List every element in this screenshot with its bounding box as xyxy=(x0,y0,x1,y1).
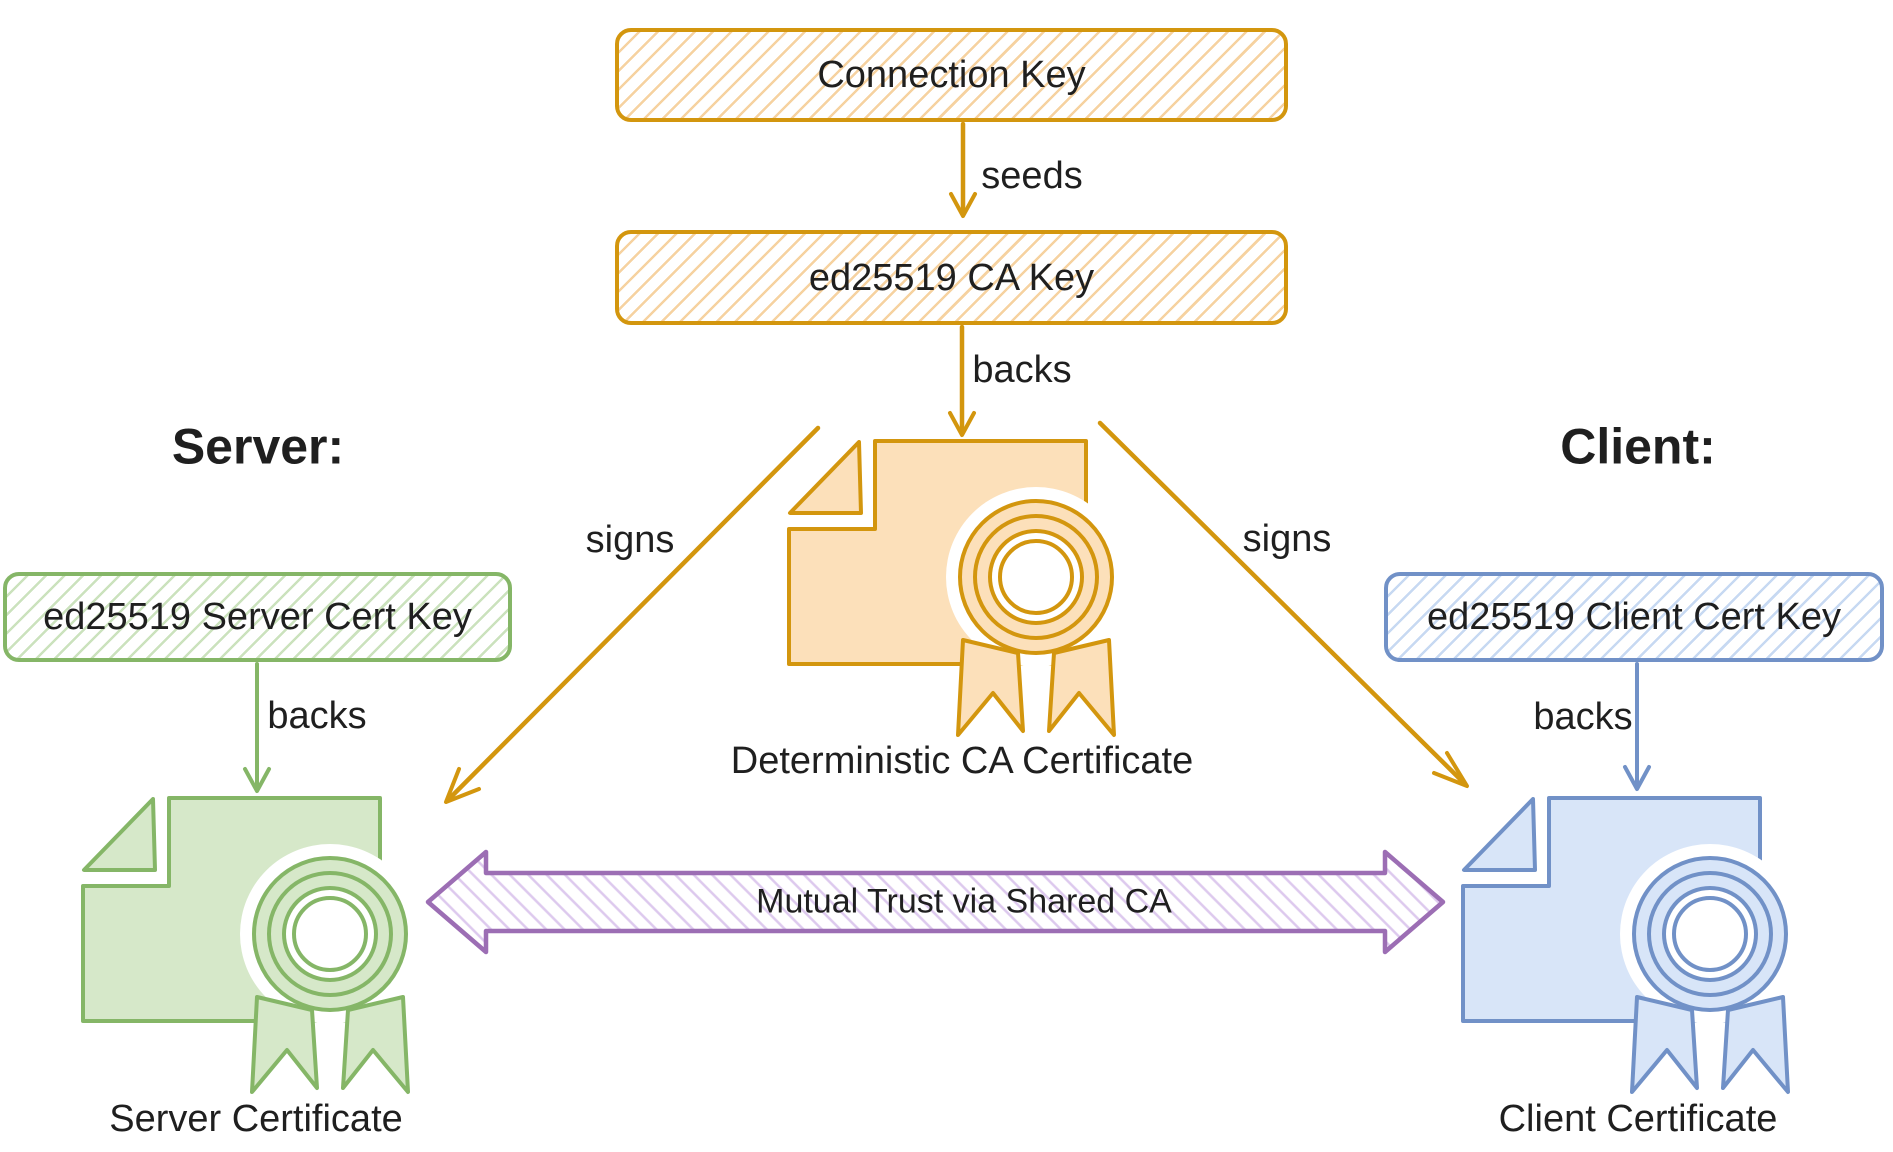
backs-server-label: backs xyxy=(267,695,367,738)
mutual-trust-label: Mutual Trust via Shared CA xyxy=(756,882,1172,921)
client-key-box: ed25519 Client Cert Key xyxy=(1384,572,1884,662)
backs-arrow-client xyxy=(1623,662,1651,791)
server-certificate-caption: Server Certificate xyxy=(109,1098,403,1141)
backs-client-label: backs xyxy=(1533,696,1633,739)
server-certificate-icon xyxy=(83,798,420,1092)
connection-key-label: Connection Key xyxy=(817,54,1086,96)
server-key-box: ed25519 Server Cert Key xyxy=(3,572,512,662)
seeds-label: seeds xyxy=(981,155,1083,198)
signs-left-label: signs xyxy=(585,519,675,562)
ca-certificate-caption: Deterministic CA Certificate xyxy=(730,740,1194,783)
client-certificate-icon xyxy=(1463,798,1800,1092)
client-heading: Client: xyxy=(1560,418,1716,475)
server-heading: Server: xyxy=(171,418,345,475)
ca-key-box: ed25519 CA Key xyxy=(615,230,1288,325)
backs-arrow-ca xyxy=(948,324,976,437)
server-key-label: ed25519 Server Cert Key xyxy=(43,596,472,638)
signs-right-label: signs xyxy=(1242,518,1332,561)
seeds-arrow xyxy=(949,121,977,218)
ca-certificate-icon xyxy=(789,441,1126,735)
backs-arrow-server xyxy=(243,662,271,793)
signs-arrow-right xyxy=(1097,420,1469,788)
client-certificate-caption: Client Certificate xyxy=(1498,1098,1778,1141)
client-key-label: ed25519 Client Cert Key xyxy=(1426,596,1842,638)
connection-key-box: Connection Key xyxy=(615,28,1288,122)
mutual-trust-arrow xyxy=(425,849,1446,955)
signs-arrow-left xyxy=(444,425,821,804)
ca-key-label: ed25519 CA Key xyxy=(808,256,1095,299)
backs-ca-label: backs xyxy=(972,349,1072,392)
